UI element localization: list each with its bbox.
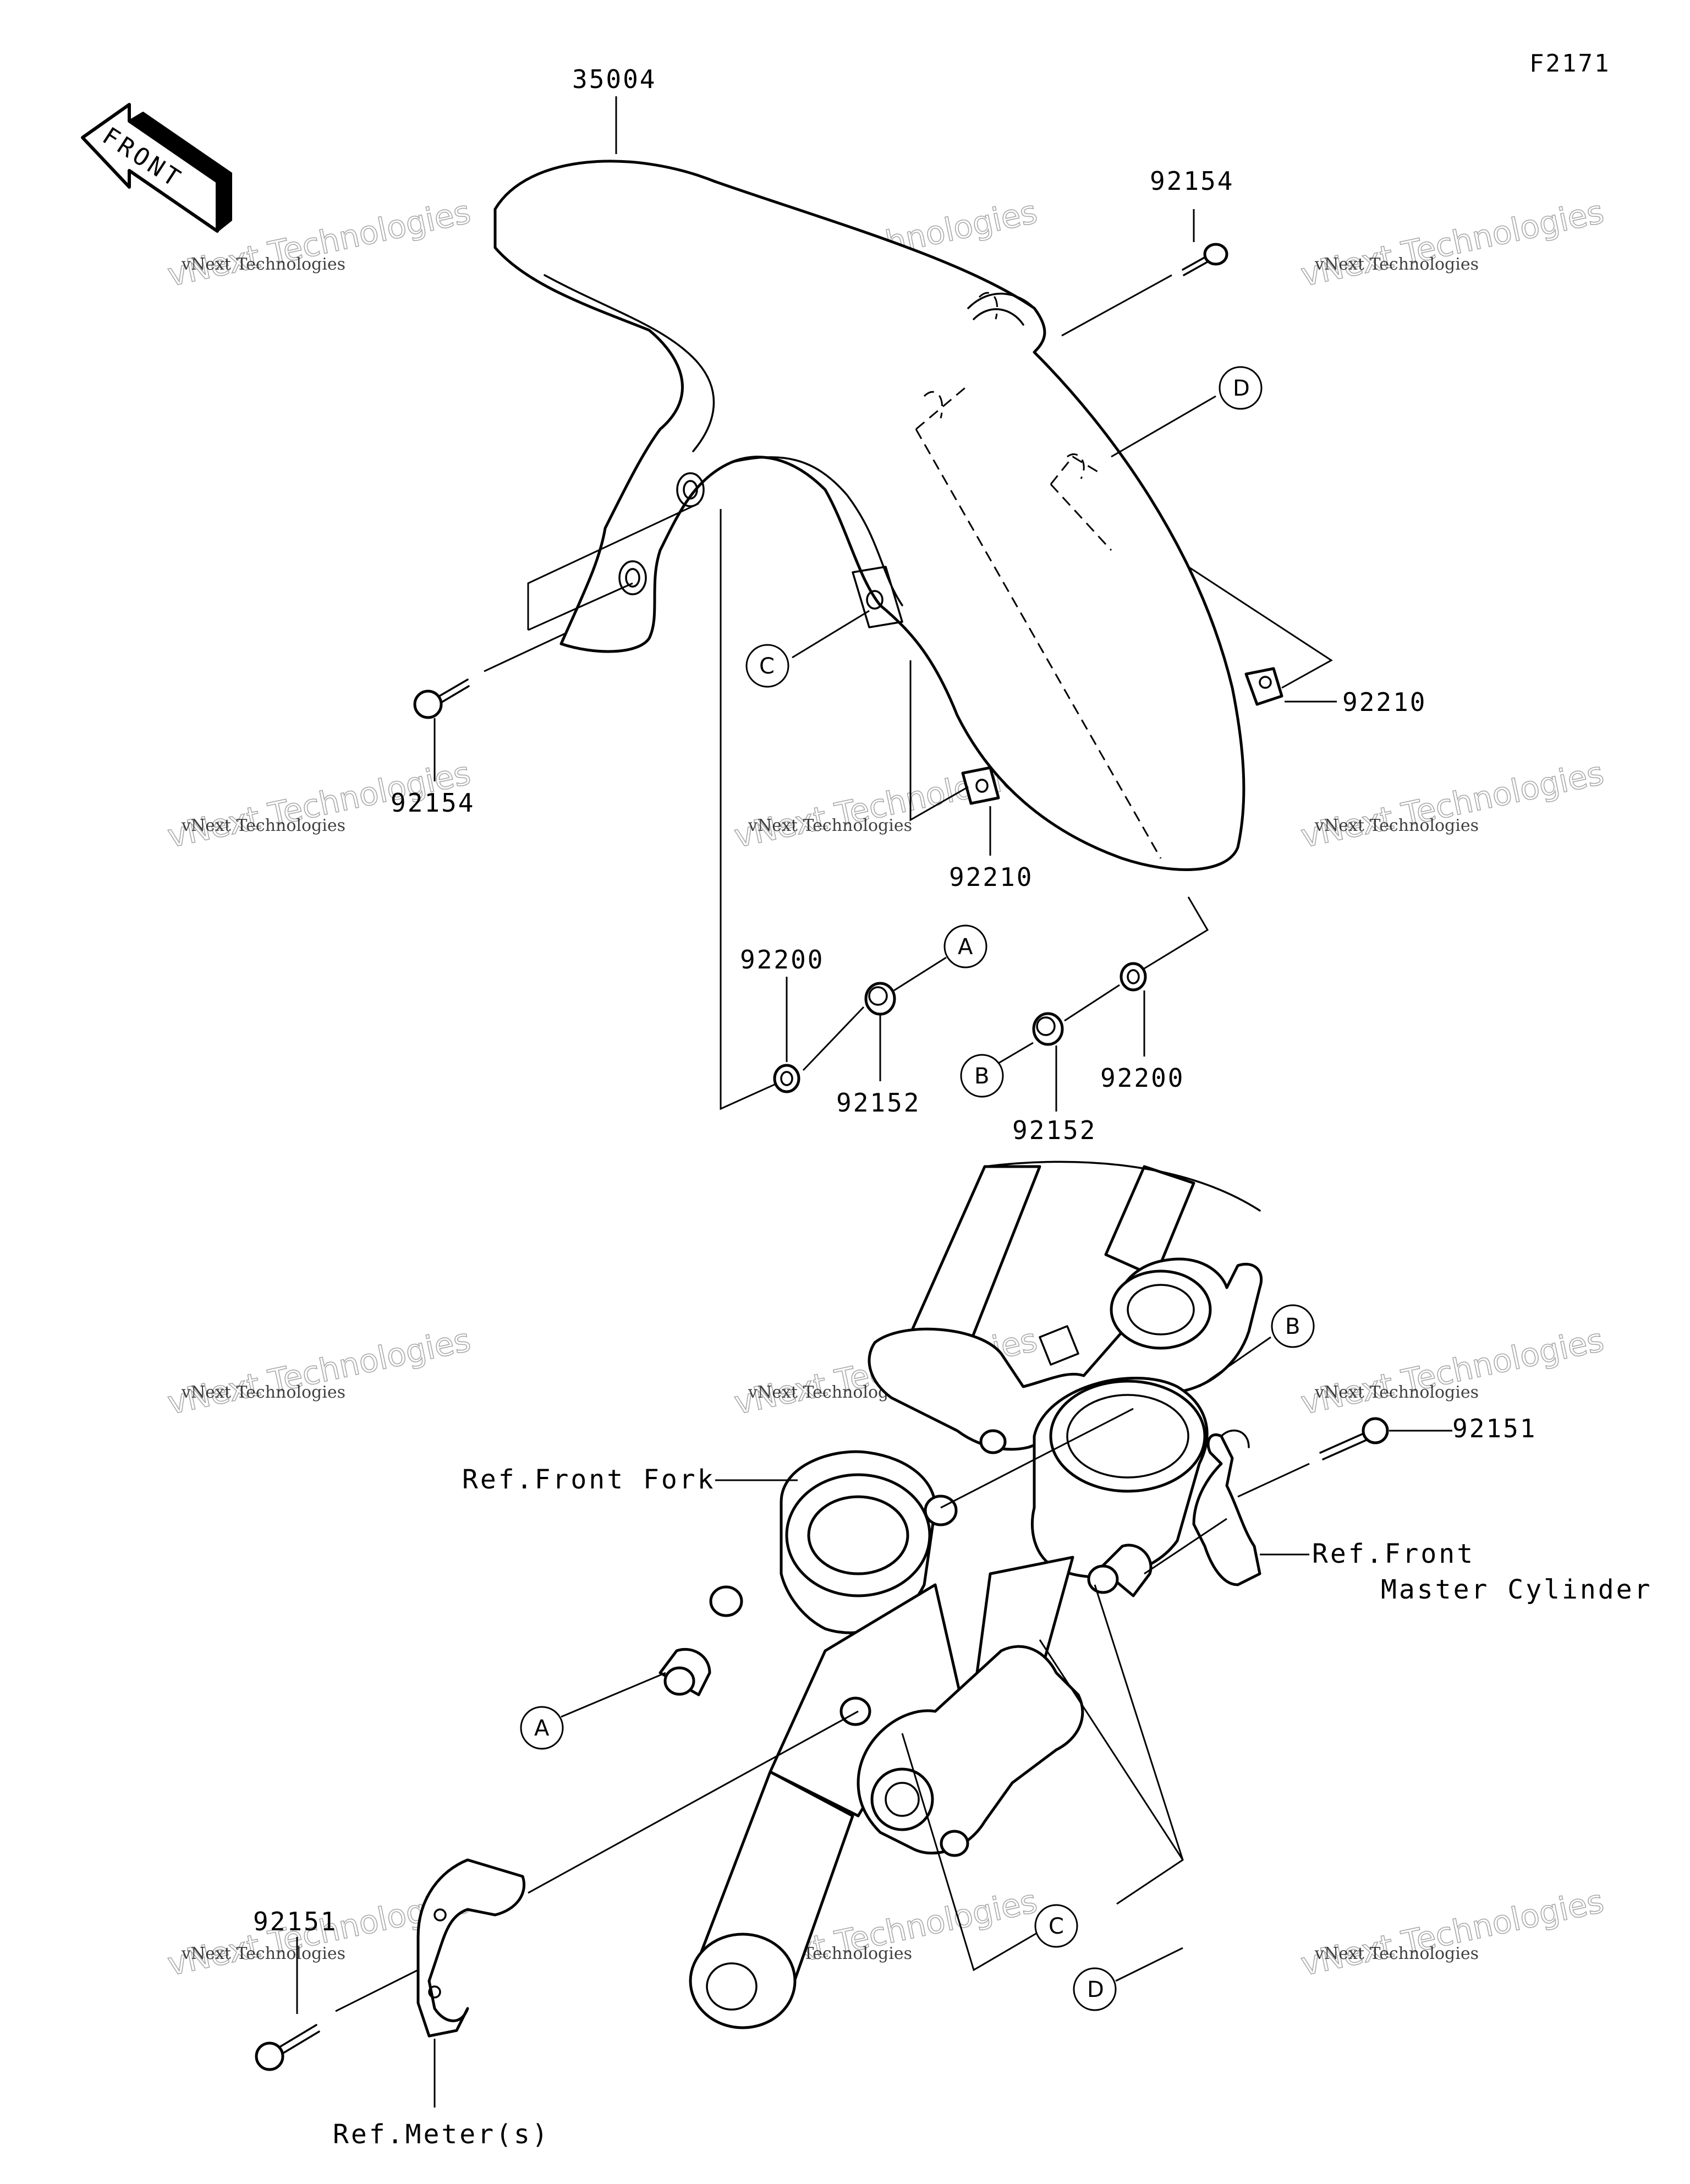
boss-a xyxy=(659,1647,711,1696)
boss-c xyxy=(839,1696,871,1726)
part-number-fender: 35004 xyxy=(572,64,656,94)
ref-front-fork: Ref.Front Fork xyxy=(462,1464,716,1495)
part-number-collar-right: 92152 xyxy=(1012,1115,1096,1145)
boss-b xyxy=(709,1585,743,1617)
bolt-92151-master-cylinder xyxy=(1319,1417,1389,1460)
watermark-text: vNext Technologies xyxy=(1314,816,1479,835)
watermark-outline-text: vNext Technologies xyxy=(1298,1321,1607,1422)
watermark-text: vNext Technologies xyxy=(1314,255,1479,274)
bolt-92154-left xyxy=(413,678,470,719)
callout-c-upper-label: C xyxy=(759,654,775,679)
callout-b-lower-label: B xyxy=(1285,1314,1300,1339)
figure-code: F2171 xyxy=(1529,50,1610,78)
callout-d-lower xyxy=(1073,1967,1117,2011)
washer-92200-left xyxy=(773,1064,800,1093)
collar-92152-right xyxy=(1032,1012,1064,1046)
ref-meter: Ref.Meter(s) xyxy=(333,2119,550,2150)
watermark-text: vNext Technologies xyxy=(748,816,912,835)
front-arrow-icon: FRONT xyxy=(81,103,232,233)
meter-bracket xyxy=(416,1858,526,2038)
front-fender xyxy=(493,160,1245,871)
callout-d-lower-label: D xyxy=(1087,1977,1104,2002)
part-number-washer-left: 92200 xyxy=(740,945,824,975)
part-number-nut-right: 92210 xyxy=(1342,687,1426,717)
callout-b-upper-label: B xyxy=(974,1064,989,1089)
front-fork-assembly xyxy=(659,1161,1263,2029)
ref-master-cylinder-line2: Master Cylinder xyxy=(1381,1574,1652,1605)
part-number-collar-left: 92152 xyxy=(836,1088,920,1118)
watermark-text: vNext Technologies xyxy=(181,816,345,835)
nut-92210-right xyxy=(1244,667,1283,706)
watermark-text: vNext Technologies xyxy=(181,1383,345,1402)
boss-upper xyxy=(924,1495,958,1526)
part-number-bolt-top: 92154 xyxy=(1150,166,1234,196)
watermark-outline-text: vNext Technologies xyxy=(164,1321,474,1422)
callout-a-lower xyxy=(520,1706,564,1750)
watermark-text: vNext Technologies xyxy=(181,1944,345,1963)
part-number-washer-right: 92200 xyxy=(1100,1063,1184,1093)
callout-c-lower xyxy=(1034,1904,1078,1948)
watermark-text: vNext Technologies xyxy=(181,255,345,274)
washer-92200-right xyxy=(1120,962,1147,992)
ref-master-cylinder-line1: Ref.Front xyxy=(1312,1539,1475,1569)
nut-92210-center xyxy=(961,766,1000,805)
bolt-92154-top xyxy=(1182,243,1228,276)
part-number-bolt-meter: 92151 xyxy=(253,1907,337,1936)
watermark-text: vNext Technologies xyxy=(1314,1944,1479,1963)
watermark-outline-text: vNext Technologies xyxy=(1298,754,1607,855)
watermark-outline-text: vNext Technologies xyxy=(1298,193,1607,294)
part-number-bolt-left: 92154 xyxy=(391,788,475,818)
callout-c-lower-label: C xyxy=(1049,1914,1064,1939)
callout-a-lower-label: A xyxy=(534,1716,550,1741)
callout-d-upper-label: D xyxy=(1233,376,1250,401)
callout-c-upper xyxy=(745,644,789,688)
callout-a-upper-label: A xyxy=(958,934,973,960)
callout-b-lower xyxy=(1271,1304,1315,1348)
watermark-text: vNext Technologies xyxy=(1314,1383,1479,1402)
part-number-bolt-master: 92151 xyxy=(1452,1414,1537,1443)
callout-b-upper xyxy=(960,1054,1004,1098)
watermark-outline-text: vNext Technologies xyxy=(1298,1882,1607,1983)
callout-d-upper xyxy=(1219,366,1263,410)
callout-a-upper xyxy=(943,924,987,968)
master-cylinder-bracket xyxy=(1192,1430,1261,1586)
bolt-92151-meter xyxy=(255,2024,320,2071)
part-number-nut-center: 92210 xyxy=(949,862,1033,892)
collar-92152-left xyxy=(864,982,896,1016)
